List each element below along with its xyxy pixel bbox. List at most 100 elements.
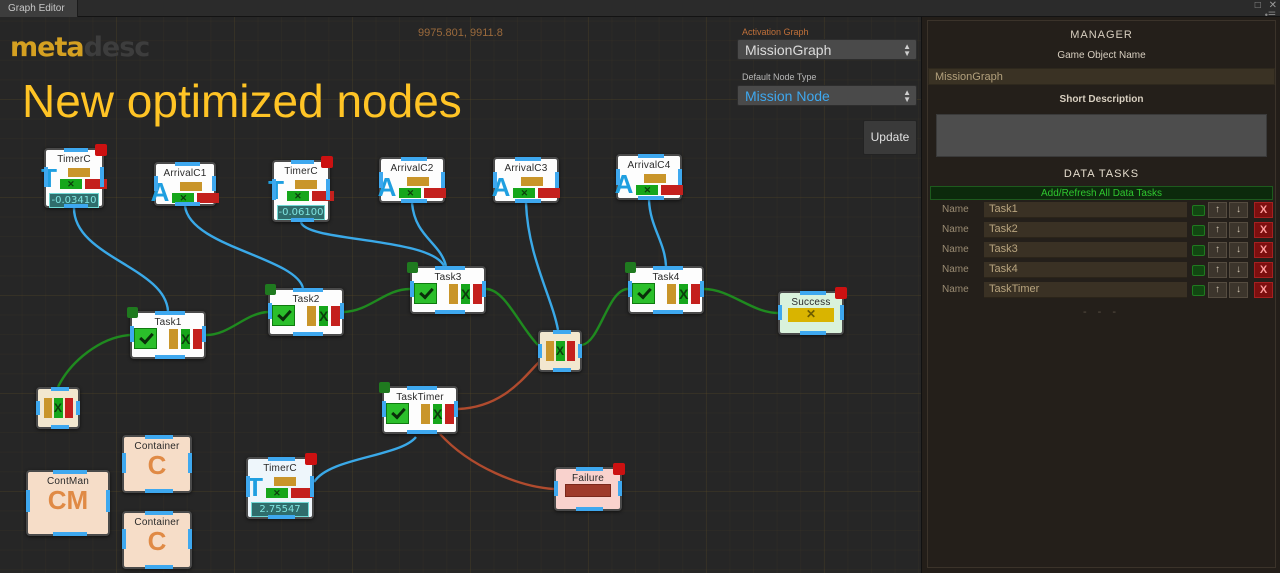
connector-bottom[interactable]: [145, 489, 173, 493]
move-up-button[interactable]: ↑: [1208, 282, 1227, 298]
connector-left[interactable]: [130, 326, 134, 342]
connector-right[interactable]: [310, 476, 314, 497]
graph-node-failure[interactable]: Failure: [554, 463, 625, 511]
connector-left[interactable]: [493, 172, 497, 188]
connector-bottom[interactable]: [800, 331, 826, 335]
connector-right[interactable]: [555, 172, 559, 188]
connector-left[interactable]: [44, 167, 48, 187]
activation-graph-dropdown[interactable]: MissionGraph ▲▼: [737, 39, 917, 60]
connector-left[interactable]: [616, 169, 620, 185]
connector-top[interactable]: [435, 266, 465, 270]
connector-right[interactable]: [840, 305, 844, 320]
connector-top[interactable]: [293, 288, 323, 292]
connector-right[interactable]: [76, 401, 80, 415]
connector-bottom[interactable]: [64, 204, 88, 208]
connector-right[interactable]: [100, 167, 104, 187]
move-down-button[interactable]: ↓: [1229, 262, 1248, 278]
connector-bottom[interactable]: [145, 565, 173, 569]
connector-top[interactable]: [155, 311, 185, 315]
connector-left[interactable]: [554, 481, 558, 496]
data-task-name-field[interactable]: Task1: [984, 202, 1187, 218]
minimize-icon[interactable]: □: [1254, 0, 1261, 11]
data-task-name-field[interactable]: TaskTimer: [984, 282, 1187, 298]
panel-menu-icon[interactable]: •☰: [1264, 10, 1276, 20]
connector-bottom[interactable]: [407, 430, 437, 434]
connector-right[interactable]: [700, 281, 704, 297]
connector-left[interactable]: [268, 303, 272, 319]
connector-left[interactable]: [122, 529, 126, 549]
connector-left[interactable]: [26, 490, 30, 512]
graph-node-junction-a[interactable]: X: [36, 387, 80, 429]
connector-bottom[interactable]: [291, 218, 314, 222]
connector-top[interactable]: [515, 157, 541, 161]
delete-button[interactable]: X: [1254, 282, 1273, 298]
connector-top[interactable]: [653, 266, 683, 270]
connector-left[interactable]: [382, 401, 386, 417]
connector-top[interactable]: [407, 386, 437, 390]
connector-bottom[interactable]: [175, 202, 200, 206]
refresh-icon[interactable]: [1192, 285, 1205, 296]
data-task-name-field[interactable]: Task2: [984, 222, 1187, 238]
connector-bottom[interactable]: [553, 368, 571, 372]
connector-right[interactable]: [212, 176, 216, 191]
delete-button[interactable]: X: [1254, 242, 1273, 258]
connector-right[interactable]: [106, 490, 110, 512]
tab-graph-editor[interactable]: Graph Editor: [0, 0, 78, 17]
connector-top[interactable]: [553, 330, 571, 334]
connector-top[interactable]: [291, 160, 314, 164]
update-button[interactable]: Update: [863, 120, 917, 155]
connector-right[interactable]: [326, 179, 330, 200]
connector-top[interactable]: [64, 148, 88, 152]
connector-top[interactable]: [175, 162, 200, 166]
connector-left[interactable]: [778, 305, 782, 320]
connector-right[interactable]: [454, 401, 458, 417]
move-down-button[interactable]: ↓: [1229, 242, 1248, 258]
connector-right[interactable]: [578, 344, 582, 358]
connector-bottom[interactable]: [401, 199, 427, 203]
refresh-icon[interactable]: [1192, 245, 1205, 256]
delete-button[interactable]: X: [1254, 262, 1273, 278]
refresh-icon[interactable]: [1192, 265, 1205, 276]
connector-right[interactable]: [202, 326, 206, 342]
refresh-icon[interactable]: [1192, 225, 1205, 236]
delete-button[interactable]: X: [1254, 202, 1273, 218]
connector-bottom[interactable]: [293, 332, 323, 336]
data-task-name-field[interactable]: Task4: [984, 262, 1187, 278]
connector-bottom[interactable]: [53, 532, 87, 536]
connector-bottom[interactable]: [435, 310, 465, 314]
delete-button[interactable]: X: [1254, 222, 1273, 238]
connector-left[interactable]: [154, 176, 158, 191]
connector-left[interactable]: [628, 281, 632, 297]
connector-top[interactable]: [576, 467, 603, 471]
connector-right[interactable]: [340, 303, 344, 319]
connector-left[interactable]: [246, 476, 250, 497]
connector-top[interactable]: [800, 291, 826, 295]
connector-bottom[interactable]: [638, 196, 664, 200]
connector-right[interactable]: [678, 169, 682, 185]
graph-node-success[interactable]: Success✕: [778, 287, 847, 335]
connector-top[interactable]: [268, 457, 295, 461]
connector-bottom[interactable]: [576, 507, 603, 511]
data-task-name-field[interactable]: Task3: [984, 242, 1187, 258]
move-down-button[interactable]: ↓: [1229, 222, 1248, 238]
connector-right[interactable]: [482, 281, 486, 297]
connector-right[interactable]: [441, 172, 445, 188]
move-down-button[interactable]: ↓: [1229, 282, 1248, 298]
connector-bottom[interactable]: [51, 425, 69, 429]
move-up-button[interactable]: ↑: [1208, 242, 1227, 258]
connector-top[interactable]: [53, 470, 87, 474]
connector-bottom[interactable]: [268, 515, 295, 519]
add-refresh-all-data-tasks-button[interactable]: Add/Refresh All Data Tasks: [930, 186, 1273, 200]
